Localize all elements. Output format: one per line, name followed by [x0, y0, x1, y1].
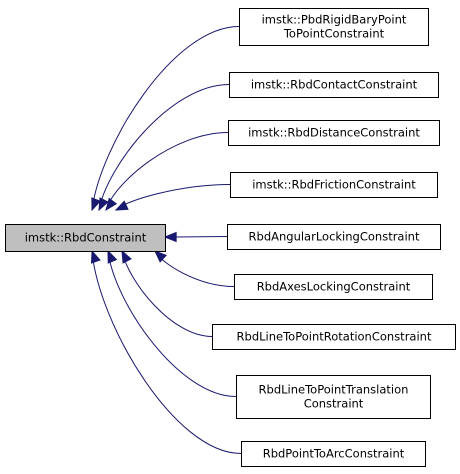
- inheritance-arrowhead-5: [163, 231, 177, 243]
- derived-class-node-4[interactable]: imstk::RbdFrictionConstraint: [230, 172, 438, 198]
- inheritance-edge-2: [98, 84, 230, 211]
- inheritance-arrowhead-2: [98, 197, 109, 212]
- derived-class-node-2-box: [229, 72, 439, 98]
- derived-class-node-1-label-line-2: ToPointConstraint: [283, 27, 385, 41]
- inheritance-arrowhead-1: [91, 197, 102, 212]
- derived-class-node-8-label-line-2: Constraint: [304, 397, 364, 411]
- inheritance-arrowhead-7: [121, 249, 132, 264]
- derived-class-node-4-box: [230, 172, 438, 198]
- derived-class-node-6-box: [234, 274, 433, 300]
- derived-class-node-7-label-line-1: RbdLineToPointRotationConstraint: [237, 330, 432, 344]
- inheritance-edge-4: [115, 184, 231, 211]
- derived-class-node-2[interactable]: imstk::RbdContactConstraint: [229, 72, 439, 98]
- derived-class-node-2-label-line-1: imstk::RbdContactConstraint: [251, 78, 418, 92]
- derived-class-node-9-box: [241, 441, 426, 467]
- inheritance-edge-3: [105, 132, 229, 211]
- derived-class-node-5-label-line-1: RbdAngularLockingConstraint: [249, 230, 420, 244]
- derived-class-node-1-label-line-1: imstk::PbdRigidBaryPoint: [262, 13, 407, 27]
- inheritance-edge-6: [154, 250, 235, 287]
- inheritance-arrowhead-8: [107, 249, 118, 264]
- derived-class-node-3-label-line-1: imstk::RbdDistanceConstraint: [248, 126, 420, 140]
- inheritance-arrowhead-3: [105, 197, 118, 212]
- derived-class-node-5-box: [227, 224, 441, 250]
- derived-class-node-9-label-line-1: RbdPointToArcConstraint: [263, 447, 405, 461]
- inheritance-edge-5: [174, 236, 228, 238]
- inheritance-edge-1: [91, 26, 240, 211]
- inheritance-arrowhead-4: [114, 200, 129, 211]
- derived-class-node-1[interactable]: imstk::PbdRigidBaryPointToPointConstrain…: [239, 8, 429, 46]
- base-class-node[interactable]: imstk::RbdConstraint: [5, 224, 166, 252]
- class-nodes: imstk::RbdConstraint imstk::PbdRigidBaryP…: [5, 8, 456, 467]
- derived-class-node-7[interactable]: RbdLineToPointRotationConstraint: [212, 324, 456, 350]
- derived-class-node-8-label-line-1: RbdLineToPointTranslation: [259, 383, 409, 397]
- derived-class-node-3-box: [228, 120, 440, 146]
- inheritance-arrowhead-6: [154, 250, 168, 263]
- derived-class-node-5[interactable]: RbdAngularLockingConstraint: [227, 224, 441, 250]
- derived-class-node-1-box: [239, 8, 429, 46]
- derived-class-node-4-label-line-1: imstk::RbdFrictionConstraint: [252, 178, 416, 192]
- derived-class-node-8-box: [236, 375, 431, 419]
- inheritance-edge-9: [91, 250, 242, 454]
- derived-class-node-7-box: [212, 324, 456, 350]
- inheritance-edge-8: [107, 250, 237, 397]
- derived-class-node-6-label-line-1: RbdAxesLockingConstraint: [257, 280, 411, 294]
- derived-class-node-3[interactable]: imstk::RbdDistanceConstraint: [228, 120, 440, 146]
- inheritance-edges: [90, 26, 242, 454]
- inheritance-arrowhead-9: [90, 249, 101, 264]
- base-class-node-label-line-1: imstk::RbdConstraint: [25, 231, 147, 245]
- derived-class-node-6[interactable]: RbdAxesLockingConstraint: [234, 274, 433, 300]
- base-class-node-box: [5, 224, 166, 252]
- derived-class-node-9[interactable]: RbdPointToArcConstraint: [241, 441, 426, 467]
